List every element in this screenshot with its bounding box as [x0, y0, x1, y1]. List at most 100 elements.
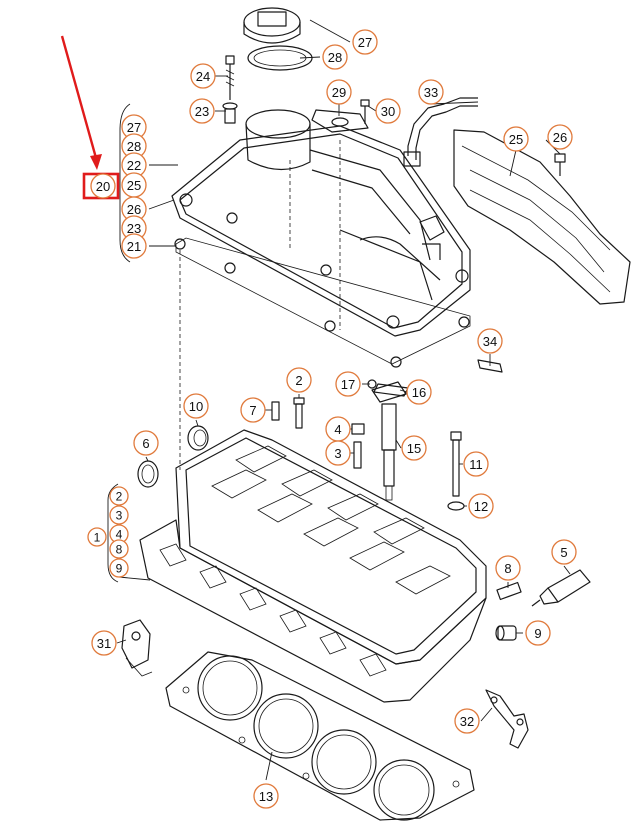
callout-21: 21 — [121, 233, 147, 259]
callout-number: 5 — [560, 545, 567, 560]
bolt-11 — [450, 431, 462, 497]
callout-5: 5 — [551, 539, 577, 565]
callout-1: 1 — [87, 527, 107, 547]
callout-number: 24 — [196, 69, 210, 84]
callout-number: 8 — [116, 543, 123, 557]
callout-ring — [454, 708, 480, 734]
callout-ring — [468, 493, 494, 519]
breather-hose — [403, 97, 478, 167]
callout-number: 25 — [127, 178, 141, 193]
callout-number: 2 — [295, 373, 302, 388]
cylinder-head-gasket — [165, 651, 475, 821]
callout-ring — [322, 44, 348, 70]
callout-34: 34 — [477, 328, 503, 354]
callout-number: 2 — [116, 490, 123, 504]
callout-ring — [90, 173, 116, 199]
callout-23: 23 — [189, 98, 215, 124]
pressure-regulator-29 — [311, 109, 369, 133]
callout-25: 25 — [503, 126, 529, 152]
callout-number: 22 — [127, 158, 141, 173]
callout-number: 31 — [97, 636, 111, 651]
fuel-injector — [371, 381, 407, 501]
callout-23: 23 — [121, 215, 147, 241]
callout-ring — [253, 783, 279, 809]
callout-22: 22 — [121, 152, 147, 178]
callout-ring — [495, 555, 521, 581]
callout-number: 9 — [534, 626, 541, 641]
callout-9: 9 — [525, 620, 551, 646]
callout-28: 28 — [322, 44, 348, 70]
callout-26: 26 — [121, 196, 147, 222]
callout-30: 30 — [375, 98, 401, 124]
callout-31: 31 — [91, 630, 117, 656]
callout-number: 21 — [127, 239, 141, 254]
plug-9 — [495, 625, 517, 641]
callout-number: 32 — [460, 714, 474, 729]
seal-ring-6 — [137, 460, 159, 488]
callout-number: 27 — [127, 120, 141, 135]
stud-3 — [353, 441, 362, 469]
callout-ring — [352, 29, 378, 55]
callout-ring — [401, 435, 427, 461]
callout-ring — [525, 620, 551, 646]
callout-11: 11 — [463, 451, 489, 477]
heat-shield — [453, 129, 631, 305]
callout-number: 28 — [127, 139, 141, 154]
callout-20: 20 — [90, 173, 116, 199]
callout-number: 25 — [509, 132, 523, 147]
callout-ring — [286, 367, 312, 393]
callout-number: 4 — [334, 422, 341, 437]
callout-2: 2 — [286, 367, 312, 393]
callout-number: 3 — [116, 509, 123, 523]
callout-33: 33 — [418, 79, 444, 105]
callout-ring — [418, 79, 444, 105]
valve-cover — [171, 109, 471, 368]
callout-number: 11 — [469, 457, 483, 472]
bracket-32 — [485, 689, 529, 749]
sealant-tube — [531, 569, 591, 607]
plug-8 — [496, 581, 522, 601]
callout-ring — [375, 98, 401, 124]
callout-number: 13 — [259, 789, 273, 804]
callout-number: 9 — [116, 562, 123, 576]
callout-number: 8 — [504, 561, 511, 576]
callout-8: 8 — [495, 555, 521, 581]
sensor-34 — [477, 359, 503, 373]
callout-ring — [325, 440, 351, 466]
callout-number: 15 — [407, 441, 421, 456]
callout-number: 6 — [142, 436, 149, 451]
callout-ring — [109, 505, 129, 525]
callout-ring — [463, 451, 489, 477]
callout-24: 24 — [190, 63, 216, 89]
callout-number: 20 — [96, 179, 110, 194]
callout-27: 27 — [121, 114, 147, 140]
callout-17: 17 — [335, 371, 361, 397]
callout-32: 32 — [454, 708, 480, 734]
callout-16: 16 — [406, 379, 432, 405]
callout-number: 10 — [189, 399, 203, 414]
highlight-arrow — [60, 35, 102, 170]
callout-number: 27 — [358, 35, 372, 50]
leader-lines — [116, 19, 571, 781]
callout-number: 26 — [127, 202, 141, 217]
screw-30 — [360, 99, 370, 124]
callout-number: 17 — [341, 377, 355, 392]
callout-number: 7 — [249, 403, 256, 418]
callout-3: 3 — [325, 440, 351, 466]
callout-number: 26 — [553, 130, 567, 145]
nut-4 — [351, 423, 365, 435]
callout-number: 29 — [332, 85, 346, 100]
callout-10: 10 — [183, 393, 209, 419]
callout-number: 34 — [483, 334, 497, 349]
callout-3: 3 — [109, 505, 129, 525]
callout-ring — [183, 393, 209, 419]
callout-number: 23 — [195, 104, 209, 119]
callout-8: 8 — [109, 539, 129, 559]
callout-7: 7 — [240, 397, 266, 423]
callout-ring — [335, 371, 361, 397]
callout-ring — [326, 79, 352, 105]
callout-28: 28 — [121, 133, 147, 159]
bolt-2 — [293, 397, 305, 429]
callout-number: 4 — [116, 528, 123, 542]
